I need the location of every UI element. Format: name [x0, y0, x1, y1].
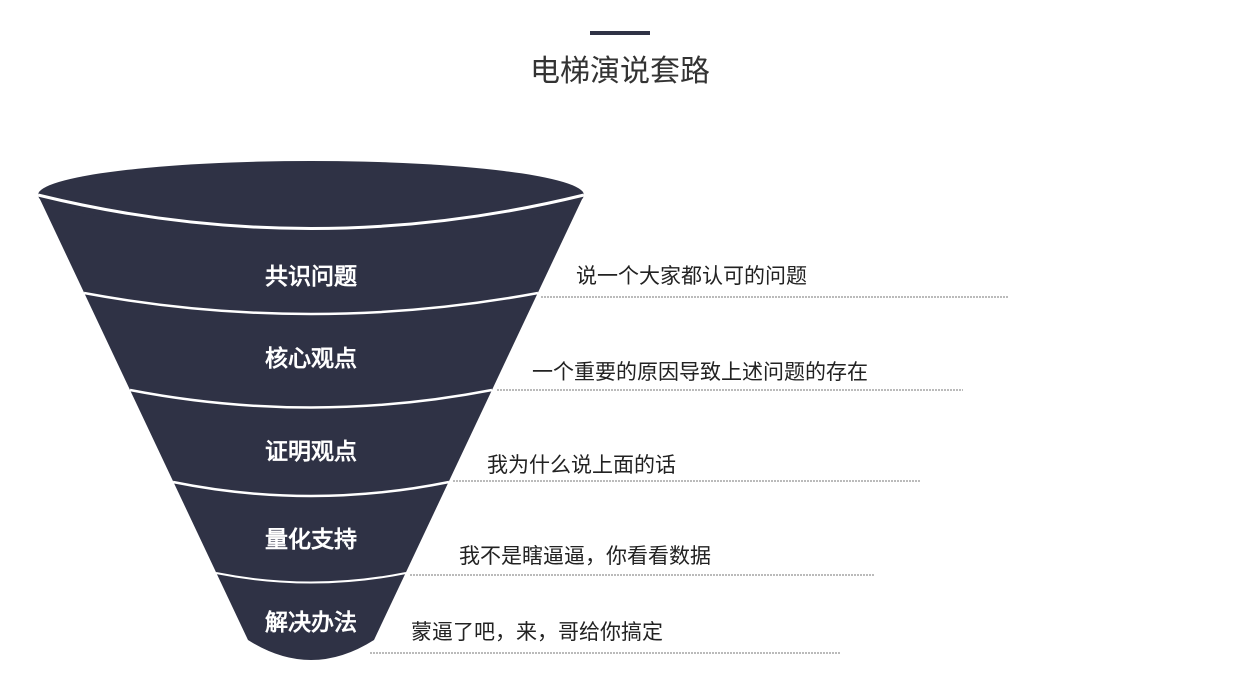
- separator-3: [172, 480, 450, 498]
- funnel-body: [38, 195, 584, 660]
- funnel-rim-edge: [37, 193, 585, 230]
- stage-description: 我不是瞎逼逼，你看看数据: [459, 544, 711, 568]
- funnel-rim: [38, 161, 584, 229]
- stage-label: 量化支持: [265, 526, 357, 553]
- separator-1: [83, 291, 539, 316]
- stage-label: 共识问题: [265, 264, 357, 290]
- title-accent-bar: [590, 31, 650, 35]
- stage-description: 我为什么说上面的话: [487, 453, 676, 477]
- stage-description: 一个重要的原因导致上述问题的存在: [532, 360, 868, 384]
- separator-2: [129, 388, 493, 409]
- stage-label: 核心观点: [265, 345, 357, 372]
- stage-description: 说一个大家都认可的问题: [576, 264, 807, 288]
- stage-description: 蒙逼了吧，来，哥给你搞定: [411, 620, 663, 644]
- stage-label: 解决办法: [265, 609, 357, 636]
- page-title: 电梯演说套路: [530, 54, 710, 89]
- stage-label: 证明观点: [265, 439, 357, 465]
- separator-4: [215, 572, 407, 584]
